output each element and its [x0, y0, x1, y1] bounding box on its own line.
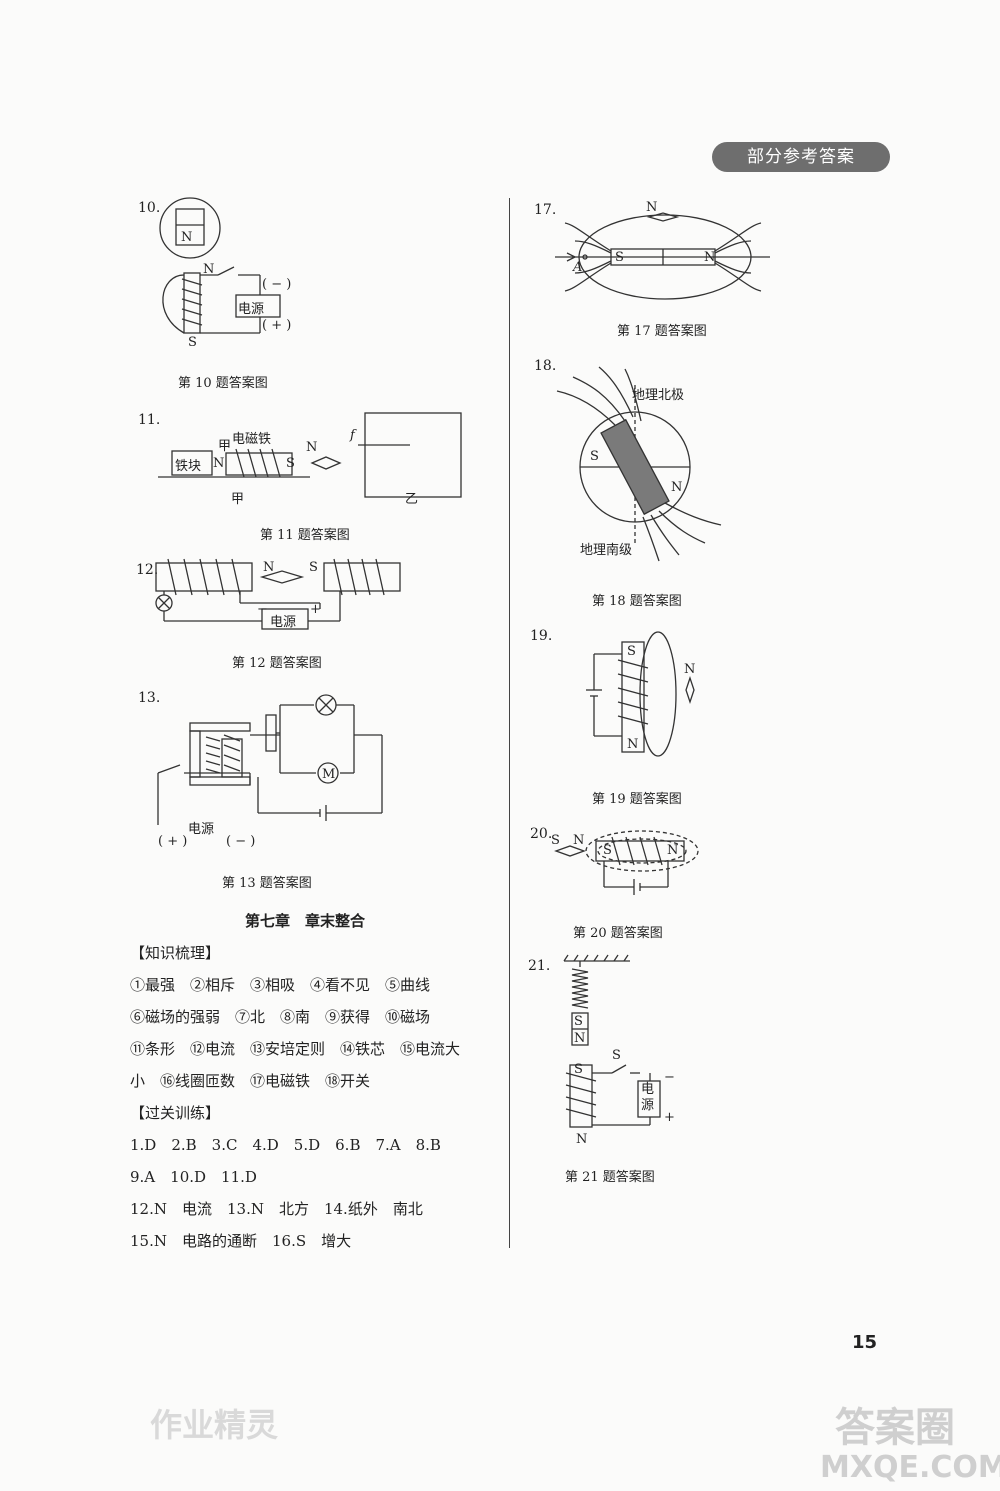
q11-coil: 电磁铁	[232, 432, 272, 447]
q12-s-label: S	[309, 560, 318, 575]
watermark-bottom-left: 作业精灵	[150, 1406, 279, 1444]
knowledge-heading: 【知识梳理】	[130, 944, 221, 962]
q11-compass-n: N	[306, 440, 318, 455]
q10-caption: 第 10 题答案图	[178, 376, 268, 391]
q21-magnet-s: S	[574, 1014, 583, 1029]
q20-caption: 第 20 题答案图	[573, 926, 663, 941]
q11-jia-top: 甲	[218, 439, 232, 454]
training-line: 9.A 10.D 11.D	[130, 1168, 257, 1186]
q13-plus: ( + )	[158, 834, 188, 849]
q10-minus: ( − )	[262, 277, 292, 292]
q13-number: 13.	[138, 690, 161, 706]
training-line: 12.N 电流 13.N 北方 14.纸外 南北	[130, 1200, 423, 1218]
q11-number: 11.	[138, 412, 161, 428]
q21-minus: −	[664, 1070, 675, 1085]
q12-diagram	[155, 558, 401, 630]
watermark-url: MXQE.COM	[820, 1450, 1000, 1485]
q11-yi: 乙	[405, 492, 419, 507]
q17-caption: 第 17 题答案图	[617, 324, 707, 339]
knowledge-line: ①最强 ②相斥 ③相吸 ④看不见 ⑤曲线	[130, 976, 431, 994]
q12-plus: +	[310, 602, 321, 617]
q11-diagram	[158, 412, 462, 498]
knowledge-line: ⑥磁场的强弱 ⑦北 ⑧南 ⑨获得 ⑩磁场	[130, 1008, 431, 1026]
column-divider	[509, 198, 510, 1248]
q18-s-label: S	[590, 449, 599, 464]
q20-compass-n: N	[573, 833, 585, 848]
q21-plus: +	[664, 1110, 675, 1125]
q13-diagram	[157, 694, 383, 825]
q12-caption: 第 12 题答案图	[232, 656, 322, 671]
q11-caption: 第 11 题答案图	[260, 528, 350, 543]
q13-minus: ( − )	[226, 834, 256, 849]
watermark-bottom-right: 答案圈	[835, 1405, 955, 1451]
training-line: 15.N 电路的通断 16.S 增大	[130, 1232, 352, 1250]
q20-s-label: S	[603, 843, 612, 858]
q20-diagram	[554, 830, 699, 895]
q19-s-label: S	[627, 644, 636, 659]
q18-north-label: 地理北极	[632, 388, 685, 403]
training-heading: 【过关训练】	[130, 1104, 221, 1122]
q18-south-label: 地理南级	[580, 543, 633, 558]
q21-coil-n: N	[576, 1132, 588, 1147]
q10-compass-label: N	[181, 230, 193, 245]
q19-diagram	[586, 631, 695, 757]
q21-diagram	[563, 954, 661, 1128]
q19-number: 19.	[530, 628, 553, 644]
q18-number: 18.	[534, 358, 557, 374]
q18-n-label: N	[671, 480, 683, 495]
q17-number: 17.	[534, 202, 557, 218]
q21-power: 电源	[641, 1082, 655, 1113]
q11-f-label: f	[350, 428, 355, 443]
q19-caption: 第 19 题答案图	[592, 792, 682, 807]
knowledge-line: ⑪条形 ⑫电流 ⑬安培定则 ⑭铁芯 ⑮电流大	[130, 1040, 461, 1058]
q11-iron: 铁块	[175, 459, 202, 474]
q21-number: 21.	[528, 958, 551, 974]
q19-compass-n: N	[684, 662, 696, 677]
q20-n-label: N	[667, 843, 679, 858]
page-number: 15	[852, 1332, 878, 1353]
chapter-title: 第七章 章末整合	[245, 912, 366, 930]
q17-diagram	[555, 212, 770, 300]
q10-diagram	[159, 197, 281, 334]
q21-magnet-n: N	[574, 1031, 586, 1046]
q10-n-label: N	[203, 262, 215, 277]
q10-power: 电源	[238, 302, 265, 317]
q12-n-label: N	[263, 560, 275, 575]
q10-number: 10.	[138, 200, 161, 216]
q17-n-label: N	[704, 250, 716, 265]
q10-s-label: S	[188, 335, 197, 350]
q21-switch-s: S	[612, 1048, 621, 1063]
q19-n-label: N	[627, 737, 639, 752]
q13-power: 电源	[188, 822, 215, 837]
q13-motor: M	[322, 767, 336, 782]
section-badge: 部分参考答案	[712, 142, 890, 172]
q10-plus: ( + )	[262, 318, 292, 333]
q12-number: 12.	[136, 562, 159, 578]
q20-number: 20.	[530, 826, 553, 842]
q21-caption: 第 21 题答案图	[565, 1170, 655, 1185]
knowledge-line: 小 ⑯线圈匝数 ⑰电磁铁 ⑱开关	[130, 1072, 371, 1090]
q21-coil-s: S	[574, 1062, 583, 1077]
q20-compass-s: S	[551, 833, 560, 848]
q11-jia-bottom: 甲	[231, 492, 245, 507]
q17-a-label: A	[573, 260, 583, 275]
q12-minus: −	[257, 602, 268, 617]
q17-compass-n: N	[646, 200, 658, 215]
q18-caption: 第 18 题答案图	[592, 594, 682, 609]
q13-caption: 第 13 题答案图	[222, 876, 312, 891]
q18-diagram	[556, 366, 722, 562]
training-line: 1.D 2.B 3.C 4.D 5.D 6.B 7.A 8.B	[130, 1136, 441, 1154]
q11-n-label: N	[213, 456, 225, 471]
q12-power: 电源	[270, 615, 297, 630]
q17-s-label: S	[615, 250, 624, 265]
q11-s-label: S	[286, 456, 295, 471]
